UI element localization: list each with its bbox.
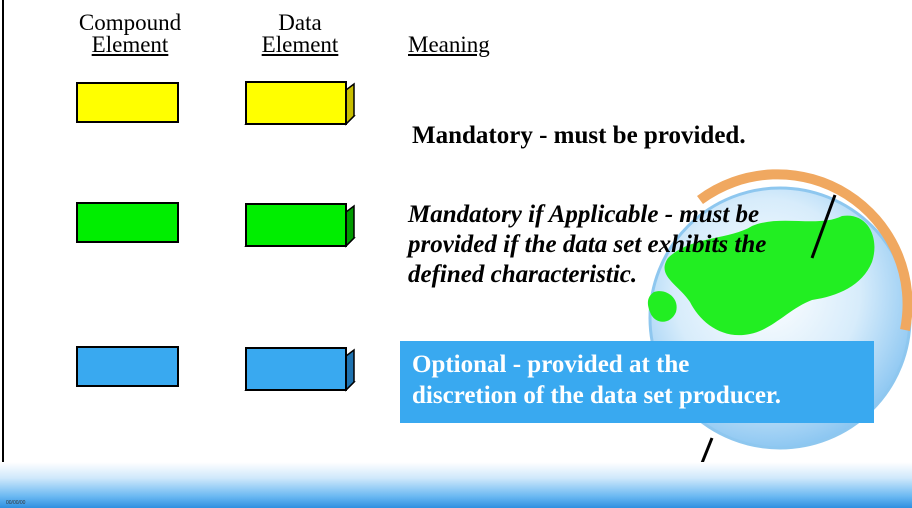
meaning-conditional-line2: provided if the data set exhibits the (408, 231, 767, 258)
data-header-line2: Element (261, 32, 339, 57)
data-header-line1: Data (278, 10, 322, 35)
meaning-optional-line1: Optional - provided at the (412, 351, 690, 378)
meaning-conditional: Mandatory if Applicable - must be provid… (408, 200, 868, 290)
optional-highlight-box (400, 341, 874, 423)
data-element-swatch-mandatory (244, 81, 356, 126)
meaning-conditional-line3: defined characteristic. (408, 261, 638, 288)
compound-element-swatch-optional (76, 346, 179, 387)
compound-element-header: Compound Element (60, 10, 200, 57)
meaning-header: Meaning (408, 32, 490, 57)
meaning-optional: Optional - provided at the discretion of… (412, 349, 872, 411)
meaning-mandatory: Mandatory - must be provided. (412, 122, 746, 149)
compound-header-line1: Compound (78, 10, 182, 35)
compound-element-swatch-mandatory (76, 82, 179, 123)
data-element-swatch-conditional (244, 203, 356, 248)
data-element-swatch-optional (244, 347, 356, 392)
compound-element-swatch-conditional (76, 202, 179, 243)
footer-gradient-band (0, 462, 912, 508)
footer-date: 00/00/00 (6, 500, 26, 506)
left-border-line (2, 0, 4, 508)
meaning-optional-line2: discretion of the data set producer. (412, 382, 781, 409)
data-element-header: Data Element (240, 10, 360, 57)
meaning-conditional-line1: Mandatory if Applicable - must be (408, 201, 760, 228)
meaning-header-text: Meaning (408, 32, 490, 57)
compound-header-line2: Element (91, 32, 169, 57)
